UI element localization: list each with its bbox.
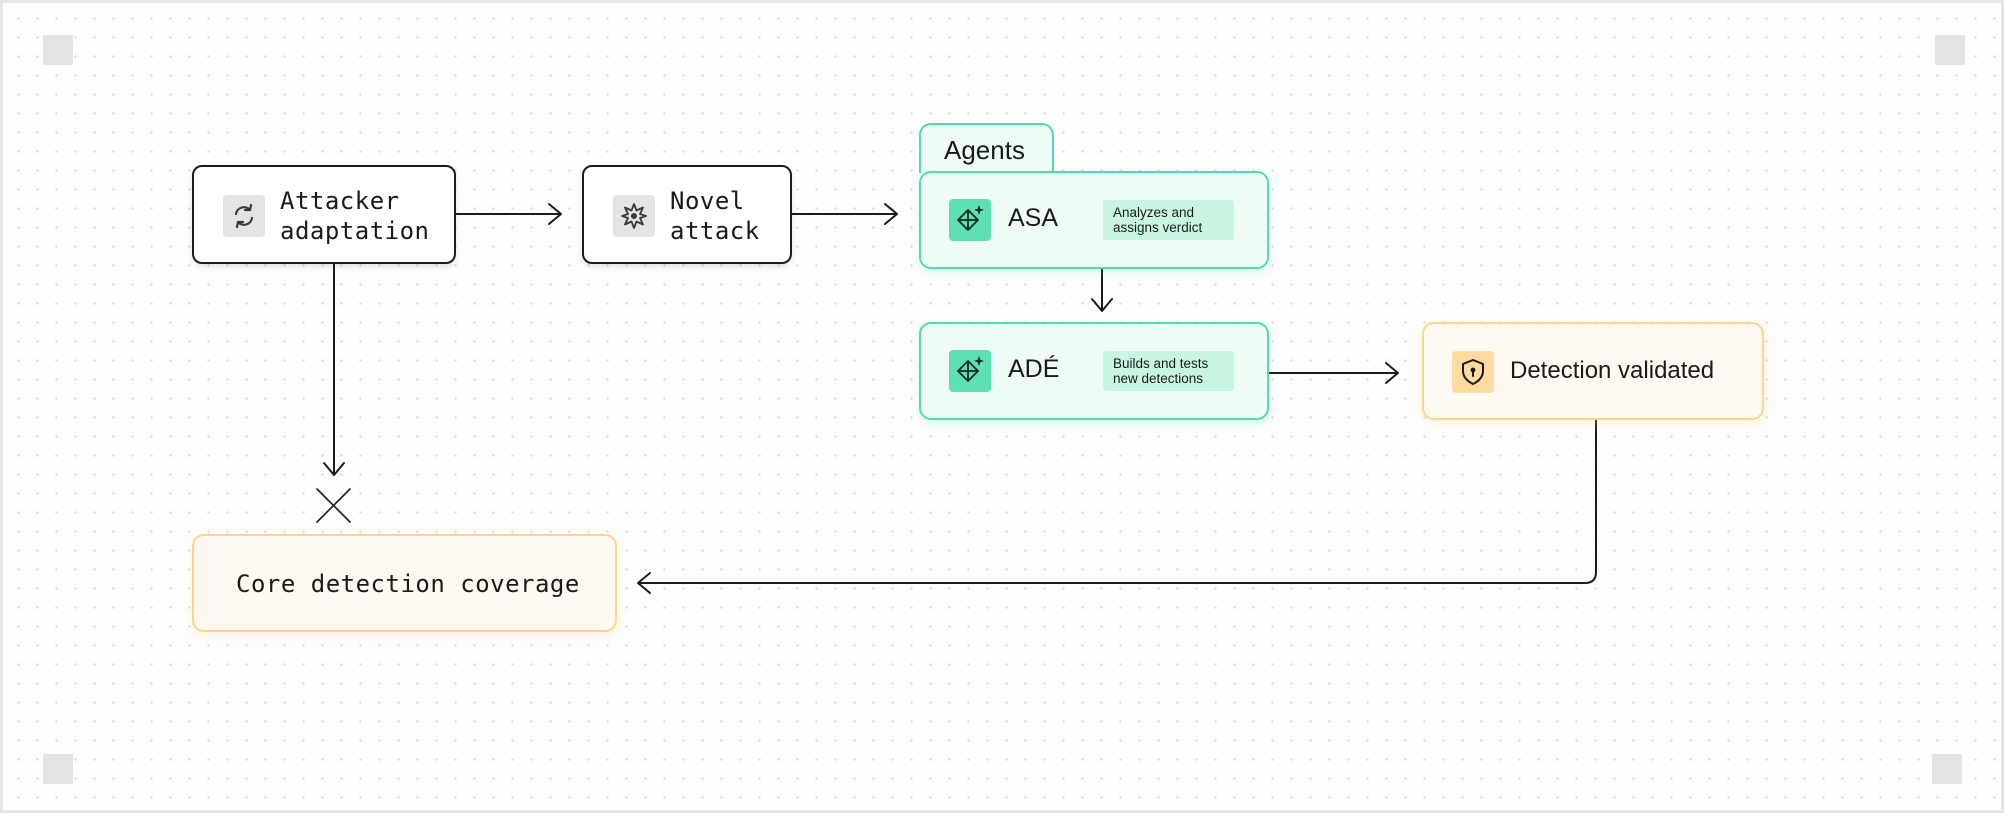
blocked-x-mark	[316, 488, 351, 523]
node-detection-validated: Detection validated	[1422, 322, 1764, 420]
novel-label-line2: attack	[670, 217, 760, 245]
detection-validated-label: Detection validated	[1510, 357, 1715, 384]
ade-desc-line2: new detections	[1113, 371, 1204, 386]
asa-name: ASA	[1008, 204, 1059, 232]
corner-marker-bottom-left	[43, 754, 73, 784]
arrowhead-novel	[548, 203, 562, 225]
refresh-icon	[223, 195, 265, 237]
sparkle-diamond-icon	[949, 199, 991, 241]
attacker-label-line1: Attacker	[280, 187, 400, 215]
asa-description: Analyzes and assigns verdict	[1103, 200, 1234, 240]
corner-marker-bottom-right	[1932, 754, 1962, 784]
arrowhead-validated	[1385, 362, 1399, 384]
asa-desc-line1: Analyzes and	[1113, 205, 1195, 220]
arrowhead-core	[637, 572, 651, 594]
node-attacker-adaptation: Attacker adaptation	[192, 165, 456, 264]
attacker-label-line2: adaptation	[280, 217, 430, 245]
node-core-detection-coverage: Core detection coverage	[192, 534, 617, 632]
corner-marker-top-right	[1935, 35, 1965, 65]
agents-group-label: Agents	[944, 135, 1025, 165]
agents-group-tab: Agents	[919, 123, 1054, 173]
arrowhead-blocked	[323, 462, 345, 476]
ade-desc-line1: Builds and tests	[1113, 356, 1209, 371]
node-novel-attack: Novel attack	[582, 165, 792, 264]
arrowhead-ade	[1091, 298, 1113, 312]
novel-label-line1: Novel	[670, 187, 745, 215]
ade-description: Builds and tests new detections	[1103, 351, 1234, 391]
node-ade: ADÉ Builds and tests new detections	[919, 322, 1269, 420]
asa-desc-line2: assigns verdict	[1113, 220, 1203, 235]
ade-name: ADÉ	[1008, 355, 1060, 383]
sparkle-diamond-icon	[949, 350, 991, 392]
edge-validated-to-core	[639, 419, 1597, 584]
burst-icon	[613, 195, 655, 237]
corner-marker-top-left	[43, 35, 73, 65]
node-asa: ASA Analyzes and assigns verdict	[919, 171, 1269, 269]
core-detection-label: Core detection coverage	[236, 570, 580, 598]
shield-icon	[1452, 351, 1494, 393]
arrowhead-asa	[884, 203, 898, 225]
